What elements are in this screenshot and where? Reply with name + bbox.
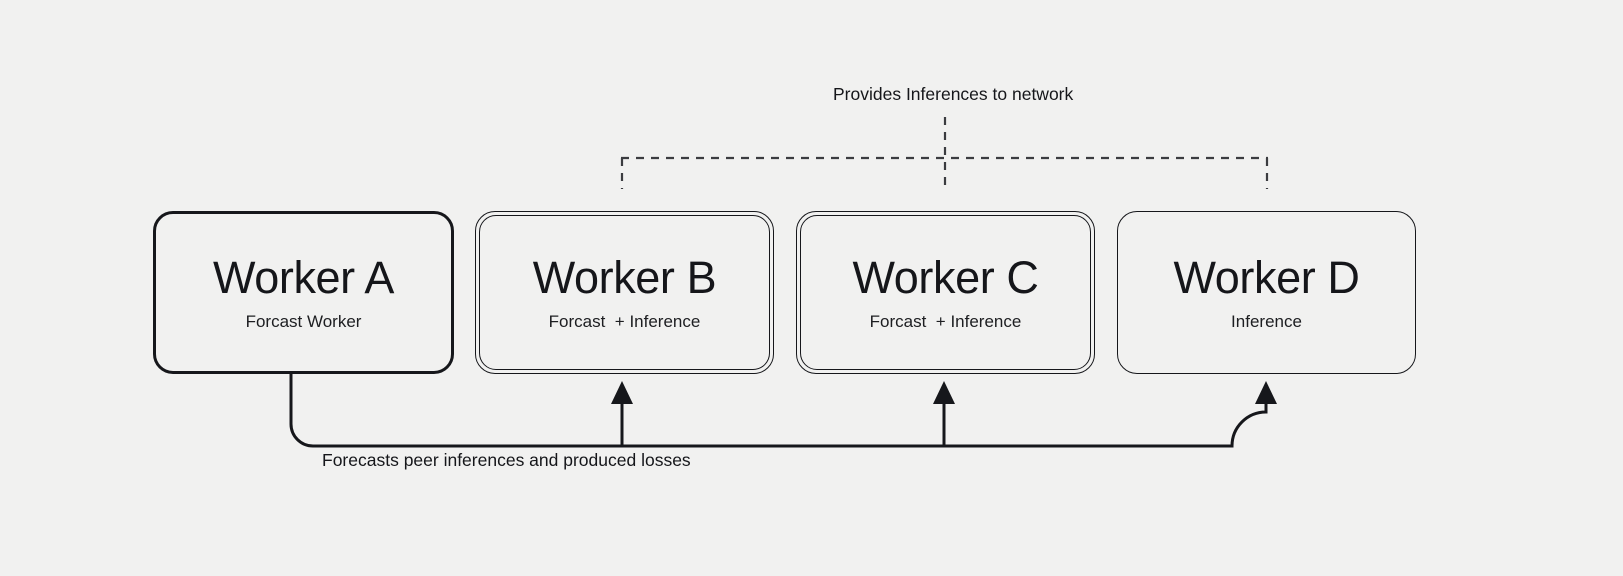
worker-node-d[interactable]: Worker D Inference [1117,211,1416,374]
provides-inferences-label: Provides Inferences to network [833,84,1074,104]
forecast-solid-bus [289,374,1268,448]
worker-a-title: Worker A [212,252,395,303]
arrowhead-worker-c [933,381,955,404]
forecast-arrowheads [611,381,1277,404]
worker-a-subtitle: Forcast Worker [245,312,362,331]
inference-dashed-bus [620,117,1269,189]
forecasts-peer-inferences-label: Forecasts peer inferences and produced l… [322,450,691,470]
worker-c-title: Worker C [852,252,1039,303]
worker-c-subtitle: Forcast + Inference [869,312,1022,331]
forecast-bus-path [289,374,1268,448]
worker-b-subtitle: Forcast + Inference [548,312,701,331]
worker-b-title: Worker B [532,252,717,303]
worker-node-c[interactable]: Worker C Forcast + Inference [796,211,1095,374]
worker-d-title: Worker D [1173,252,1360,303]
worker-node-a[interactable]: Worker A Forcast Worker [153,211,454,374]
worker-node-b[interactable]: Worker B Forcast + Inference [475,211,774,374]
arrowhead-worker-d [1255,381,1277,404]
worker-d-subtitle: Inference [1231,312,1302,331]
arrowhead-worker-b [611,381,633,404]
